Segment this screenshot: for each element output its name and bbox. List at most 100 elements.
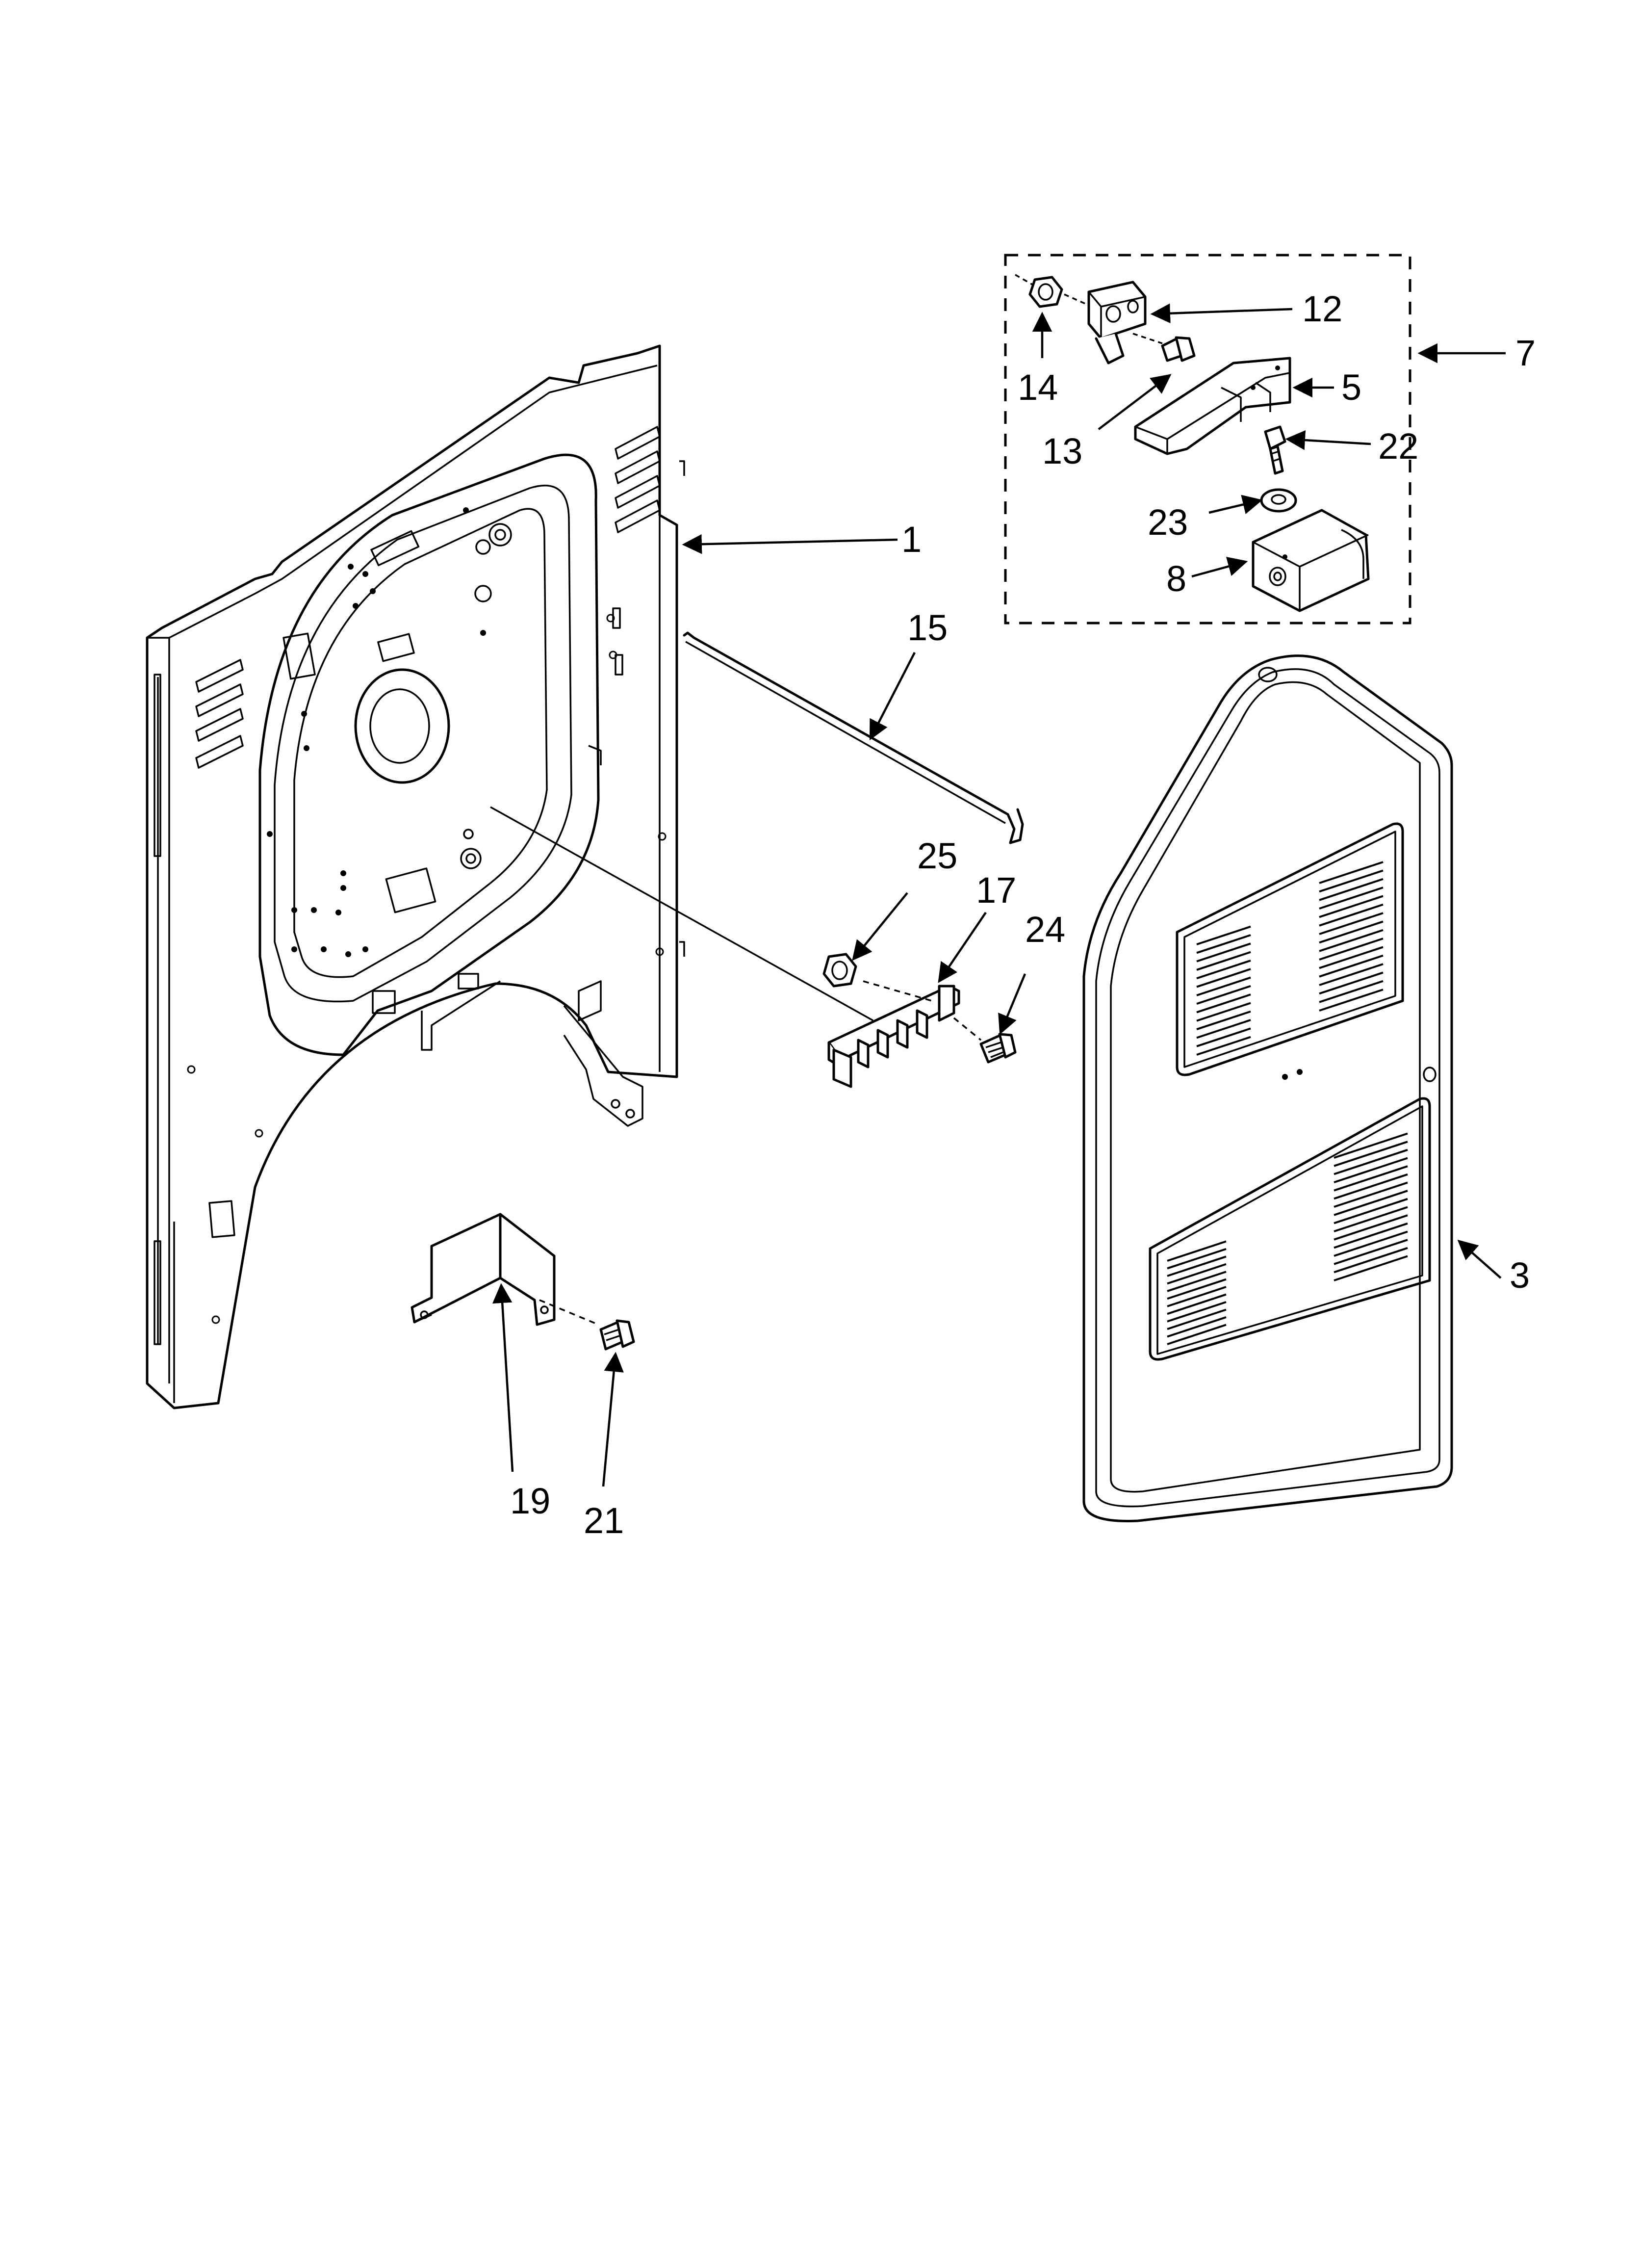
vent-slat — [1167, 1278, 1227, 1300]
screw-part-24 — [953, 1017, 1017, 1064]
vent-slat — [1196, 968, 1251, 988]
vent-slat — [1334, 1198, 1408, 1225]
vent-slat — [1319, 861, 1384, 884]
vent-slat — [1334, 1148, 1408, 1175]
vent-slat — [1196, 925, 1251, 945]
vent-slat — [1319, 946, 1384, 969]
vent-slat — [1319, 920, 1384, 944]
recess-inner — [274, 484, 572, 1003]
panel-louvres-left — [195, 659, 244, 769]
vent-slat — [1167, 1263, 1227, 1285]
vent-slat — [1196, 976, 1251, 996]
callout-7: 7 — [1515, 333, 1536, 373]
recess-outer — [258, 453, 600, 1056]
callout-19: 19 — [510, 1481, 550, 1521]
vent-slat — [1196, 1002, 1251, 1022]
callout-23: 23 — [1148, 502, 1188, 543]
vent-slat — [1319, 929, 1384, 952]
callout-21: 21 — [584, 1500, 624, 1541]
screw-part-13 — [1132, 333, 1196, 362]
rear-cover-part-3 — [1082, 654, 1453, 1522]
vent-slat — [1319, 912, 1384, 935]
vent-slat — [1334, 1239, 1408, 1265]
switch-part-12 — [1087, 281, 1147, 365]
vent-slat — [1167, 1240, 1227, 1262]
vent-slat — [1167, 1255, 1227, 1277]
callout-22: 22 — [1378, 426, 1418, 467]
vent-slat — [1167, 1293, 1227, 1315]
nut-part-25 — [822, 953, 857, 988]
vent-slat — [1334, 1165, 1408, 1192]
cover-upper-vent — [1176, 822, 1404, 1076]
screw-part-21 — [539, 1299, 635, 1351]
vent-slat — [1167, 1324, 1227, 1345]
vent-slat — [1319, 954, 1384, 978]
callout-labels: 1 3 5 7 8 12 13 14 15 17 19 21 22 23 24 … — [510, 288, 1536, 1541]
panel-circle-cutout — [354, 668, 450, 784]
vent-slat — [1319, 980, 1384, 1003]
vent-slat — [1334, 1132, 1408, 1159]
terminal-block-part-17 — [827, 980, 960, 1088]
vent-slat — [1319, 886, 1384, 910]
cover-outline — [1082, 654, 1453, 1522]
vent-slat — [1334, 1255, 1408, 1281]
vent-slat — [1167, 1301, 1227, 1323]
vent-slat — [1334, 1157, 1408, 1183]
vent-slat — [1196, 942, 1251, 963]
vent-slat — [1334, 1214, 1408, 1241]
vent-slat — [1334, 1173, 1408, 1200]
cover-lower-vent — [1149, 1097, 1431, 1361]
callout-15: 15 — [907, 607, 948, 648]
vent-slat — [1334, 1247, 1408, 1274]
vent-slat — [1334, 1222, 1408, 1249]
callout-24: 24 — [1025, 909, 1065, 950]
rear-panel-part-1 — [146, 344, 873, 1409]
callout-8: 8 — [1166, 558, 1186, 599]
panel-louvres-right — [615, 426, 661, 533]
callout-25: 25 — [917, 835, 957, 876]
callout-13: 13 — [1042, 431, 1082, 471]
vent-slat — [1167, 1316, 1227, 1338]
vent-slat — [1167, 1248, 1227, 1270]
vent-slat — [1196, 993, 1251, 1014]
vent-slat — [1196, 951, 1251, 971]
vent-slat — [1196, 1010, 1251, 1030]
callout-3: 3 — [1510, 1255, 1530, 1296]
vent-slat — [1167, 1286, 1227, 1307]
vent-slat — [1319, 963, 1384, 986]
screw-part-22 — [1264, 425, 1286, 475]
vent-slat — [1167, 1271, 1227, 1292]
vent-slat — [1334, 1181, 1408, 1208]
leader-lines — [492, 303, 1506, 1487]
rod-part-15 — [683, 631, 1024, 844]
vent-slat — [1196, 934, 1251, 954]
vent-slat — [1334, 1230, 1408, 1257]
vent-slat — [1319, 878, 1384, 901]
vent-slat — [1196, 1019, 1251, 1039]
vent-slat — [1196, 960, 1251, 980]
vent-slat — [1196, 1027, 1251, 1047]
vent-slat — [1167, 1308, 1227, 1330]
vent-slat — [1196, 985, 1251, 1005]
nut-part-14 — [1015, 274, 1087, 308]
washer-part-23 — [1260, 488, 1297, 513]
vent-slat — [1334, 1141, 1408, 1167]
assembly-kit-box — [1004, 254, 1411, 625]
vent-slat — [1319, 895, 1384, 918]
cover-block-part-8 — [1252, 509, 1370, 612]
callout-17: 17 — [976, 870, 1016, 911]
vent-slat — [1319, 989, 1384, 1012]
callout-14: 14 — [1018, 367, 1058, 408]
bracket-part-19 — [410, 1213, 556, 1326]
bracket-part-5 — [1134, 357, 1291, 455]
assembly-kit-part-7 — [1004, 254, 1411, 625]
rear-panel-outline — [146, 344, 678, 1409]
callout-12: 12 — [1302, 288, 1342, 329]
vent-slat — [1319, 903, 1384, 927]
callout-5: 5 — [1341, 367, 1361, 408]
vent-slat — [1334, 1206, 1408, 1232]
callout-1: 1 — [901, 519, 922, 560]
vent-slat — [1319, 971, 1384, 995]
vent-slat — [1319, 938, 1384, 961]
